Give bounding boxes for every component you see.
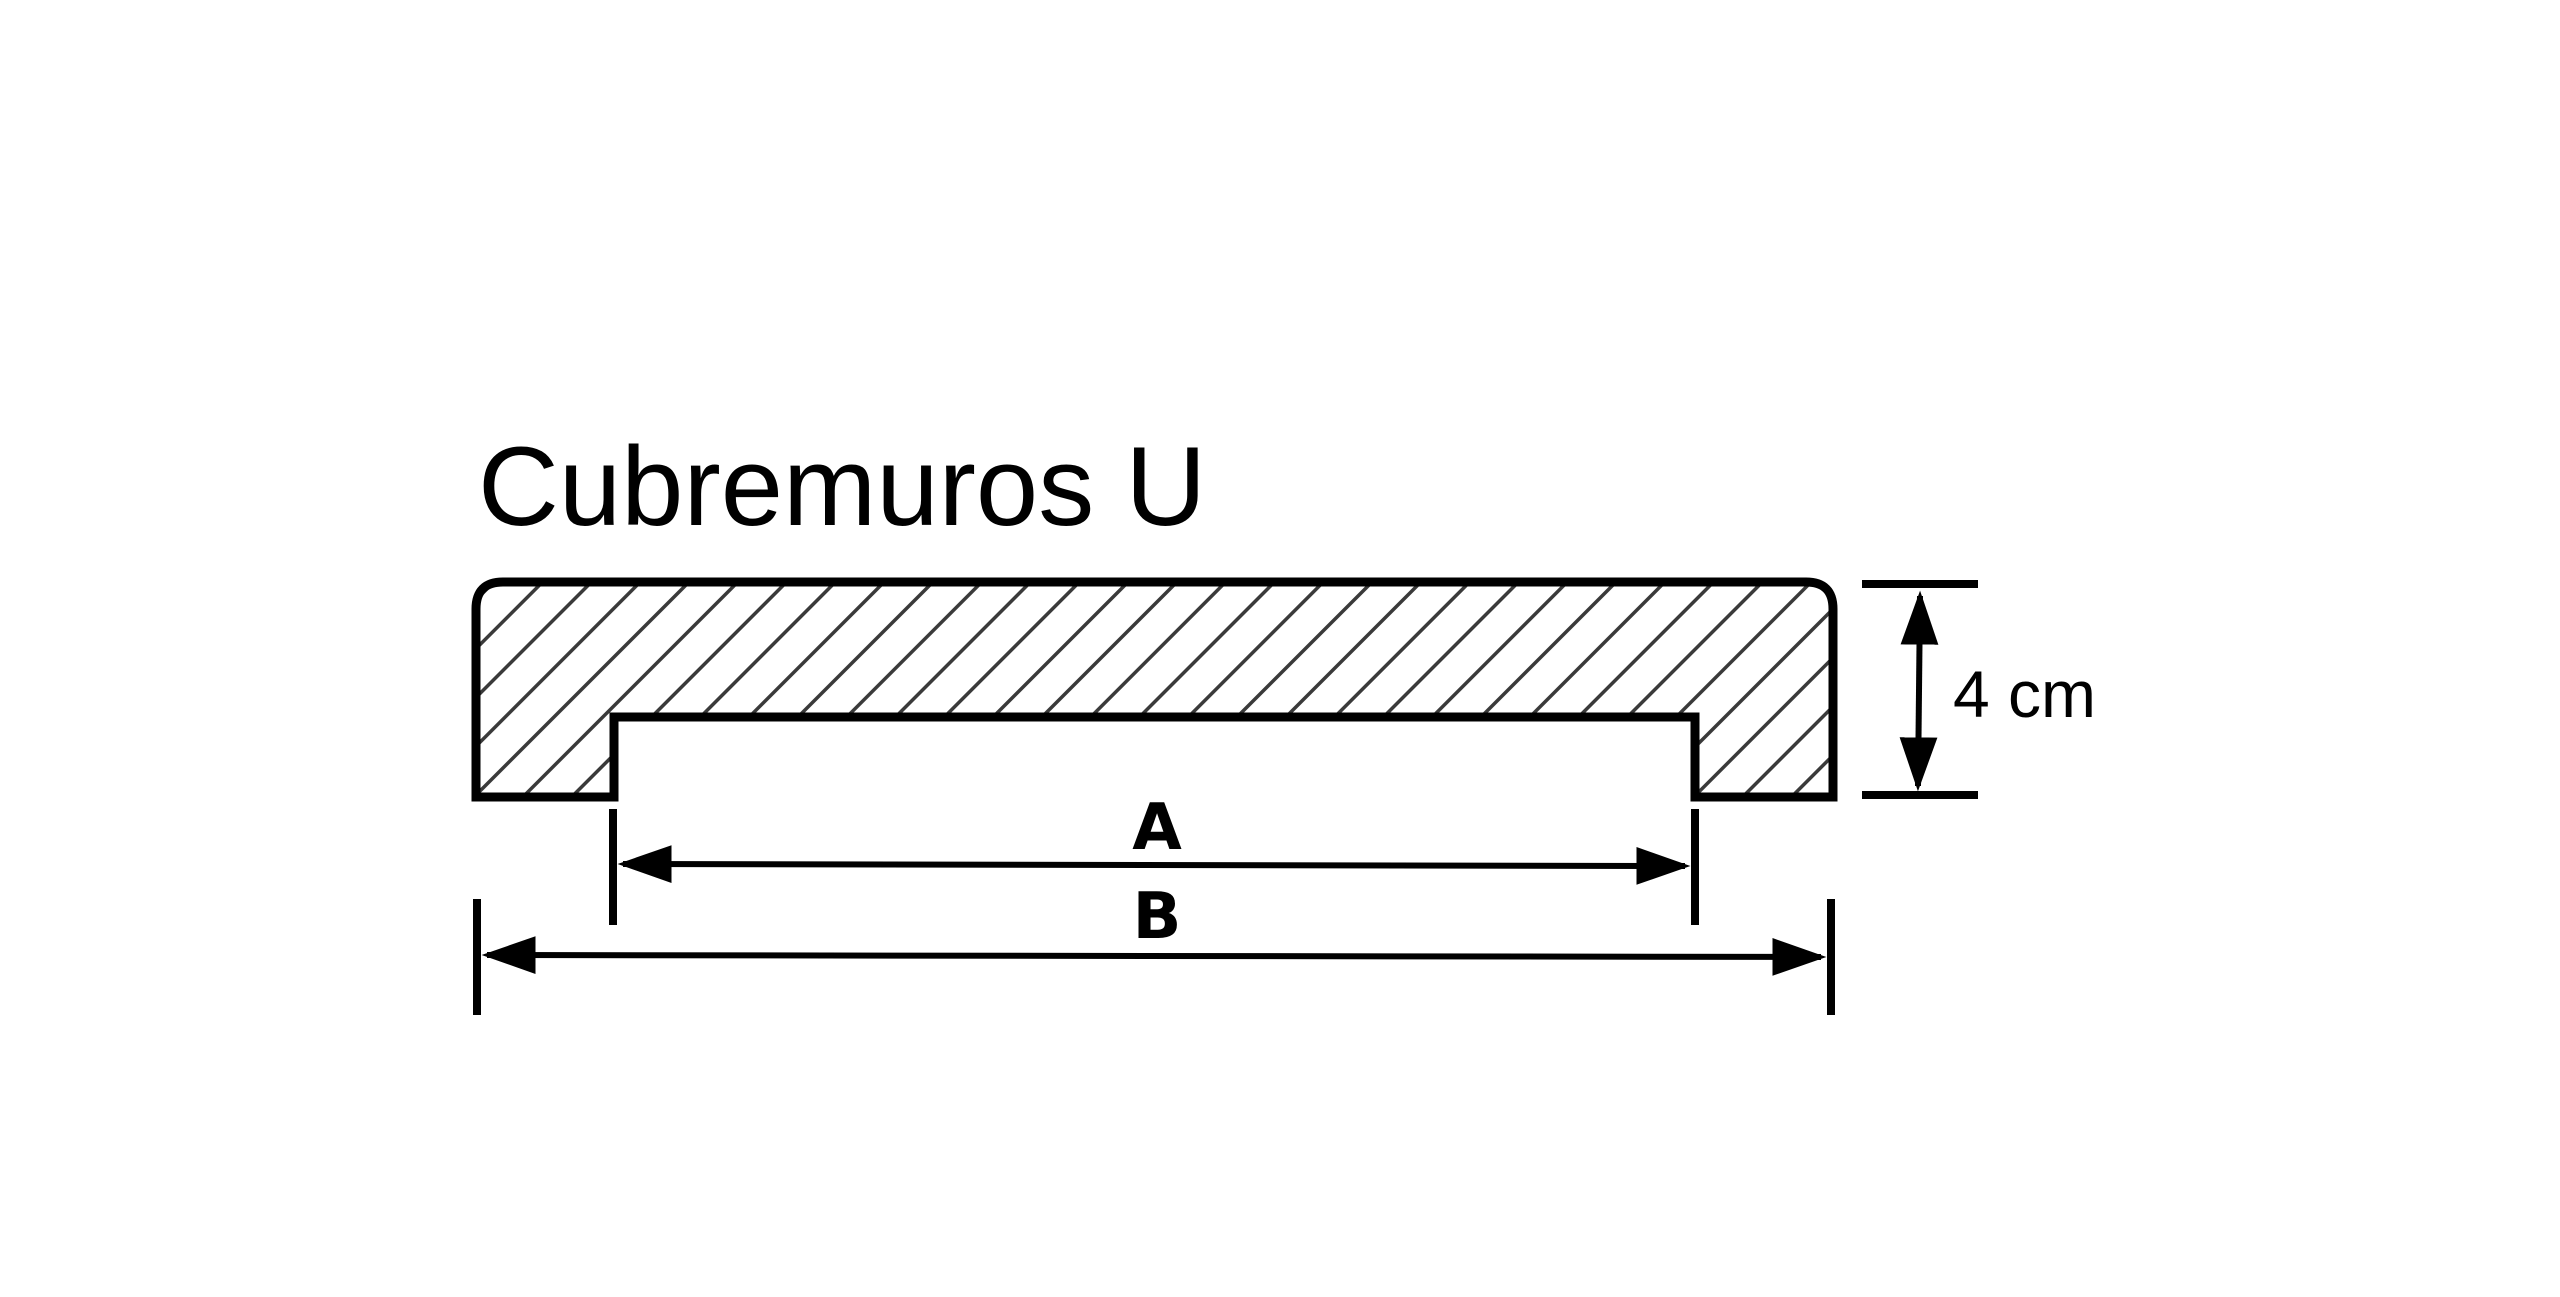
height-arrow	[1899, 590, 1939, 792]
outer-width-dimension: B	[473, 880, 1835, 1015]
diagram-title: Cubremuros U	[478, 424, 1206, 549]
outer-width-arrow	[481, 936, 1827, 976]
inner-width-dimension: A	[609, 791, 1699, 925]
height-label: 4 cm	[1953, 657, 2096, 731]
inner-width-arrow	[617, 845, 1691, 885]
outer-width-label: B	[1133, 880, 1182, 954]
u-profile-section	[471, 577, 1838, 802]
height-dimension: 4 cm	[1862, 580, 2096, 799]
inner-width-label: A	[1132, 791, 1182, 865]
